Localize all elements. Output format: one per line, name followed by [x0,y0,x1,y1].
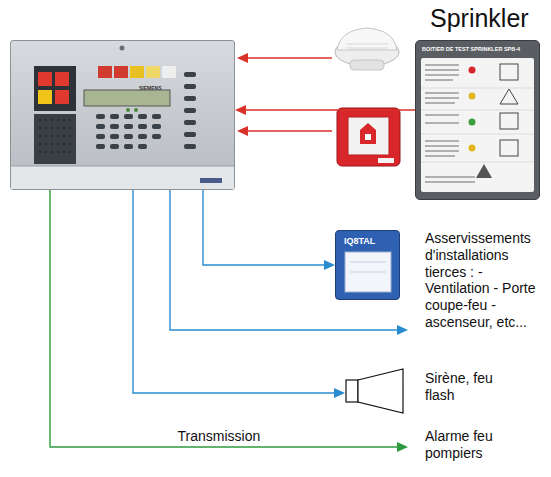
connector [235,105,415,115]
siren-horn [358,369,403,413]
box-title: BOITIER DE TEST SPRINKLER SPB-4 [422,46,535,53]
siren-label: Sirène, feu flash [425,370,493,404]
connector-line [170,190,399,330]
connector [203,190,335,270]
siren: Sirène, feu flash [345,368,405,414]
siren-symbol [345,368,405,414]
node-heading: Sprinkler [430,3,529,33]
smoke-detector [335,28,399,70]
manual-call-point [337,108,400,166]
connector-label: Transmission [178,428,261,445]
connector [50,190,408,452]
connector [133,190,345,398]
io-module: IQ8TAL [335,230,400,300]
fire-panel: SIEMENS [10,40,235,190]
equipment-list: Asservissements d'installations tierces … [408,230,548,334]
connector-line [244,109,415,110]
fire-brigade-alarm: Alarme feu pompiers [408,428,538,468]
module-label: IQ8TAL [344,236,375,247]
connector-line [133,190,336,393]
arrow-head [397,442,408,452]
connector-line [50,190,399,447]
brand-label: SIEMENS [139,85,162,91]
connector-line [203,190,326,265]
arrow-head [397,325,408,335]
equipment-text: Asservissements d'installations tierces … [425,230,545,331]
alarm-label: Alarme feu pompiers [425,428,517,462]
input-arrows [237,53,332,136]
arrow-head [235,105,246,115]
sprinkler-test-box: SprinklerBOITIER DE TEST SPRINKLER SPB-4 [415,40,540,200]
siren-body [346,380,358,402]
connector [170,190,408,335]
arrow-head [324,260,335,270]
arrow-head [334,388,345,398]
